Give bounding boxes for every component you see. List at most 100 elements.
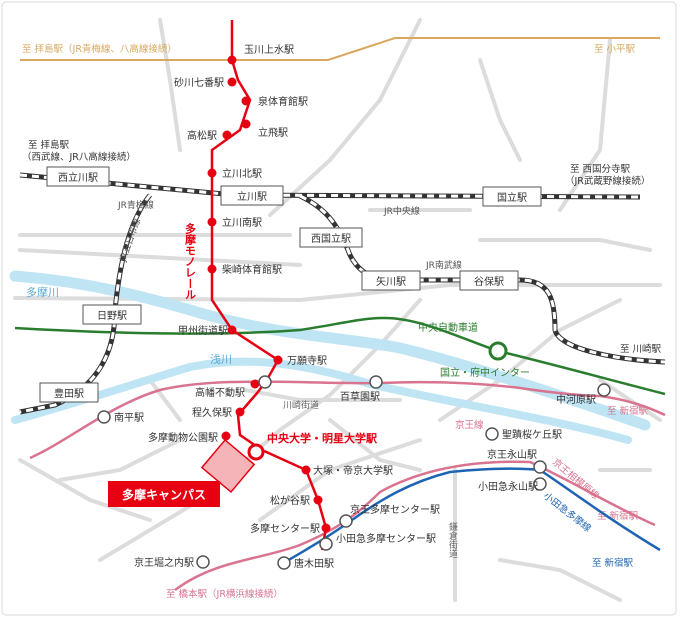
direction-kawasaki: 至 川崎駅	[620, 343, 662, 355]
circle-seisekisakuragaoka	[485, 427, 499, 441]
monorail-station-dots	[207, 55, 331, 533]
asakawa-label: 浅川	[210, 353, 232, 366]
label-odakyu-tamacenter: 小田急多摩センター駅	[336, 532, 436, 545]
label-keio-horinouchi: 京王堀之内駅	[134, 556, 194, 569]
box-yagawa	[361, 270, 421, 291]
box-yaho	[459, 270, 519, 291]
circle-keio-nagayama	[533, 460, 547, 474]
label-takahata: 高幡不動駅	[195, 386, 245, 399]
dot-manganji	[273, 355, 283, 365]
rivers	[9, 270, 651, 444]
campus-label: 多摩キャンパス	[122, 487, 206, 502]
label-nakagawara: 中河原駅	[556, 393, 596, 406]
circle-takahata	[258, 375, 272, 389]
label-hodokubo: 程久保駅	[192, 406, 232, 419]
dot-takahata	[250, 379, 260, 389]
label-toyoda: 豊田駅	[54, 387, 84, 400]
circle-minamidaira	[97, 410, 111, 424]
keio-line-label: 京王線	[455, 419, 484, 431]
direction-nishikokubunji-2: （JR武蔵野線接続）	[565, 175, 650, 187]
dot-hodokubo	[235, 407, 245, 417]
label-tachikawa-minami: 立川南駅	[222, 216, 262, 229]
label-tachikawa: 立川駅	[237, 190, 267, 203]
box-nishitachikawa	[46, 166, 110, 187]
dot-otsuka	[301, 465, 311, 475]
kamakura-kaido-label: 鎌倉街道	[447, 521, 458, 559]
label-chuo-daigaku: 中央大学・明星大学駅	[267, 431, 377, 445]
chuo-expressway	[14, 316, 666, 396]
dot-matsugaya	[313, 495, 323, 505]
rail-station-circles	[97, 375, 611, 570]
circle-keio-horinouchi	[196, 555, 210, 569]
circle-odakyu-tamacenter	[319, 537, 333, 551]
dot-tachikawa-kita	[207, 168, 217, 178]
direction-hashimoto: 至 橋本駅（JR横浜線接続）	[166, 588, 283, 600]
label-hino: 日野駅	[97, 310, 127, 322]
monorail-line-label: 多摩モノレール	[184, 222, 197, 300]
chuo-line-label: JR中央線	[383, 205, 420, 217]
label-seisekisakuragaoka: 聖蹟桜ケ丘駅	[502, 428, 562, 441]
circle-chuo-daigaku	[247, 443, 265, 461]
label-sunagawa: 砂川七番駅	[174, 76, 224, 89]
circle-mogusaen	[369, 375, 383, 389]
box-hino	[82, 304, 142, 325]
direction-sagamihara-shinjuku: 至 新宿駅	[597, 510, 639, 522]
label-otsuka: 大塚・帝京大学駅	[313, 464, 393, 477]
direction-haijima-left-1: 至 拝島駅	[28, 139, 70, 151]
keio-lines	[29, 380, 666, 592]
dot-tama-center	[321, 523, 331, 533]
asa-river	[11, 357, 632, 444]
kunitachi-fuchu-ic	[488, 341, 508, 361]
expressway-label: 中央自動車道	[418, 321, 478, 334]
kawasaki-kaido-label: 川崎街道	[283, 399, 319, 411]
label-keio-nagayama: 京王永山駅	[487, 448, 537, 461]
tamagawa-label: 多摩川	[26, 285, 59, 299]
box-kunitachi	[482, 186, 542, 207]
direction-keio-shinjuku: 至 新宿駅	[607, 405, 649, 417]
label-tamadoubutsu: 多摩動物公園駅	[148, 431, 218, 444]
label-karakida: 唐木田駅	[294, 557, 334, 570]
seibu-haijima-line	[20, 37, 660, 61]
label-yagawa: 矢川駅	[376, 275, 406, 288]
dot-shibasaki	[207, 264, 217, 274]
campus-label-box	[108, 481, 220, 507]
circle-nakagawara	[597, 383, 611, 397]
label-izumi: 泉体育館駅	[258, 95, 308, 108]
dot-tachihi	[241, 119, 251, 129]
label-tamagawajosui: 玉川上水駅	[244, 44, 294, 56]
label-tama-center: 多摩センター駅	[250, 522, 320, 535]
circle-karakida	[277, 556, 291, 570]
ic-label: 国立・府中インター	[440, 366, 530, 379]
ome-line-label: JR青梅線	[117, 199, 154, 211]
label-keio-tamacenter: 京王多摩センター駅	[350, 503, 440, 516]
box-toyoda	[39, 382, 99, 403]
direction-haijima-left-2: （西武線、JR八高線接続）	[22, 151, 136, 163]
label-tachikawa-kita: 立川北駅	[222, 167, 262, 180]
label-nishikunitachi: 西国立駅	[311, 232, 351, 245]
label-matsugaya: 松が谷駅	[270, 494, 310, 507]
direction-kodaira: 至 小平駅	[594, 44, 636, 55]
station-labels: 玉川上水駅 砂川七番駅 泉体育館駅 高松駅 立飛駅 立川北駅 立川駅 立川南駅 …	[54, 44, 596, 570]
label-tachihi: 立飛駅	[258, 126, 288, 139]
box-nishikunitachi	[299, 227, 363, 248]
direction-haijima-top: 至 拝島駅（JR青梅線、八高線接続）	[22, 43, 177, 55]
jr-station-boxes	[39, 166, 542, 403]
label-yaho: 谷保駅	[474, 275, 504, 288]
dot-takamatsu	[222, 130, 232, 140]
campus-marker	[200, 438, 256, 494]
tama-river	[9, 270, 651, 431]
label-minamidaira: 南平駅	[114, 411, 144, 424]
label-nishitachikawa: 西立川駅	[58, 171, 98, 184]
label-koshu: 甲州街道駅	[178, 324, 228, 337]
label-kunitachi: 国立駅	[497, 191, 527, 204]
label-shibasaki: 柴崎体育館駅	[222, 263, 282, 276]
circle-keio-tamacenter	[339, 514, 353, 528]
box-tachikawa	[220, 185, 284, 206]
label-manganji: 万願寺駅	[287, 355, 327, 367]
label-odakyu-nagayama: 小田急永山駅	[478, 480, 538, 493]
nambu-line-label: JR南武線	[425, 259, 462, 271]
label-mogusaen: 百草園駅	[340, 391, 380, 403]
dot-sunagawa	[227, 77, 237, 87]
dot-tamadoubutsu	[221, 431, 231, 441]
